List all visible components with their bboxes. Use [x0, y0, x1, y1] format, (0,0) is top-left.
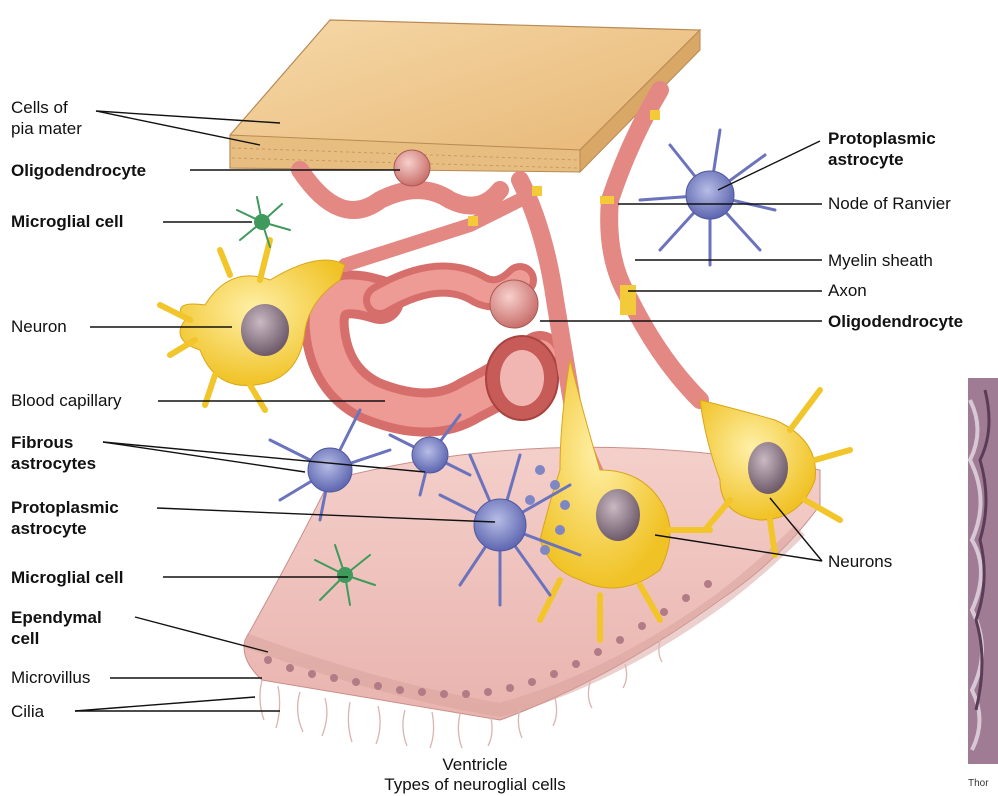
label-protoplasmic-astrocyte-left-line1: Protoplasmic — [11, 497, 119, 518]
label-protoplasmic-astrocyte-right: Protoplasmic astrocyte — [828, 128, 936, 170]
label-protoplasmic-astrocyte-left: Protoplasmic astrocyte — [11, 497, 119, 539]
caption: Ventricle Types of neuroglial cells — [325, 755, 625, 795]
label-fibrous-astrocytes: Fibrous astrocytes — [11, 432, 96, 474]
caption-title: Types of neuroglial cells — [325, 775, 625, 795]
label-cells-of-pia-mater: Cells of pia mater — [11, 97, 82, 139]
label-protoplasmic-astrocyte-left-line2: astrocyte — [11, 518, 119, 539]
label-protoplasmic-astrocyte-right-line2: astrocyte — [828, 149, 936, 170]
micrograph-thumbnail — [968, 378, 998, 764]
label-oligodendrocyte-right: Oligodendrocyte — [828, 311, 963, 332]
label-microglial-cell-bottom: Microglial cell — [11, 567, 123, 588]
label-cilia: Cilia — [11, 701, 44, 722]
label-node-of-ranvier: Node of Ranvier — [828, 193, 951, 214]
label-neuron: Neuron — [11, 316, 67, 337]
label-ependymal-cell-line2: cell — [11, 628, 102, 649]
label-microvillus: Microvillus — [11, 667, 90, 688]
label-cells-of-pia-mater-line2: pia mater — [11, 118, 82, 139]
label-myelin-sheath: Myelin sheath — [828, 250, 933, 271]
label-microglial-cell-top: Microglial cell — [11, 211, 123, 232]
label-protoplasmic-astrocyte-right-line1: Protoplasmic — [828, 128, 936, 149]
label-axon: Axon — [828, 280, 867, 301]
label-blood-capillary: Blood capillary — [11, 390, 122, 411]
image-credit: Thor — [968, 778, 989, 789]
label-oligodendrocyte-left: Oligodendrocyte — [11, 160, 146, 181]
label-cells-of-pia-mater-line1: Cells of — [11, 97, 82, 118]
label-fibrous-astrocytes-line2: astrocytes — [11, 453, 96, 474]
label-fibrous-astrocytes-line1: Fibrous — [11, 432, 96, 453]
caption-ventricle: Ventricle — [325, 755, 625, 775]
label-ependymal-cell-line1: Ependymal — [11, 607, 102, 628]
label-neurons: Neurons — [828, 551, 892, 572]
label-ependymal-cell: Ependymal cell — [11, 607, 102, 649]
